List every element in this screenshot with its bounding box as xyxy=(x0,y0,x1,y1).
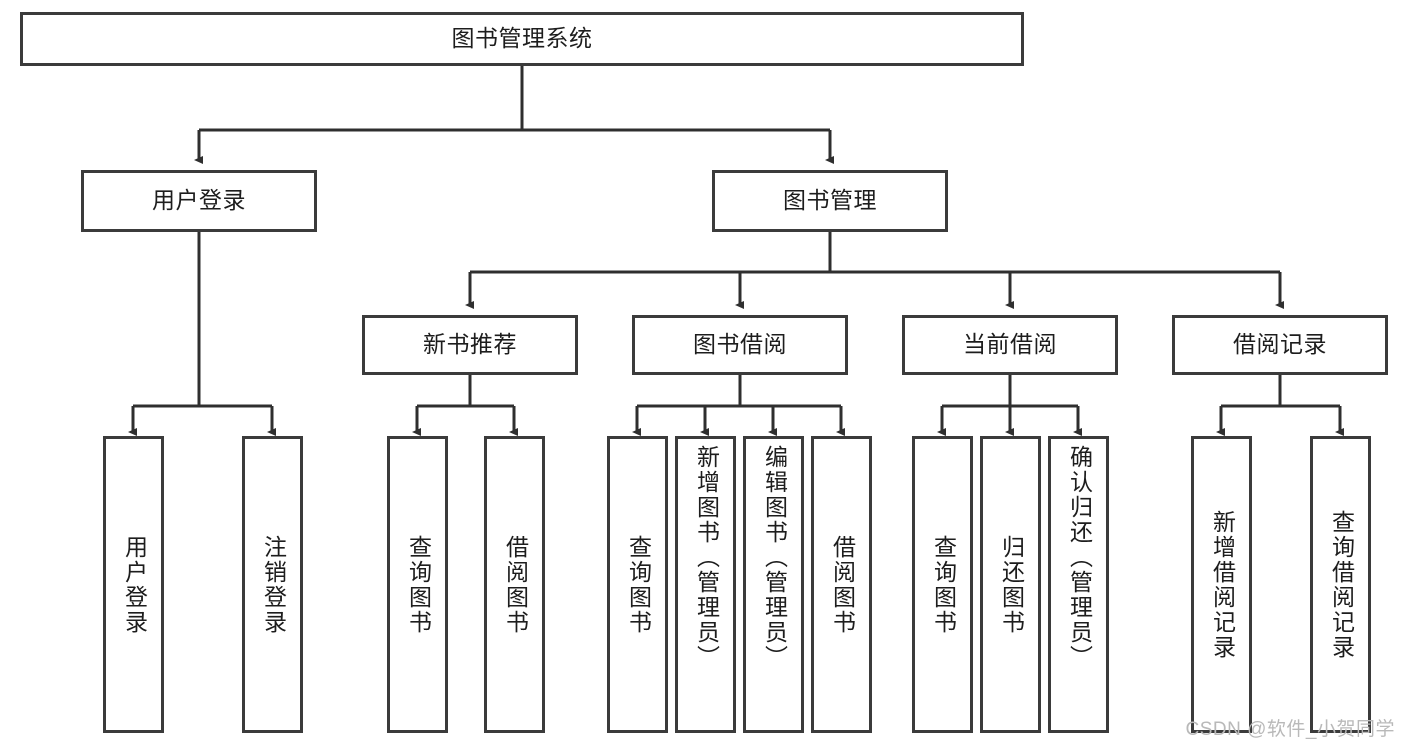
leaf-current-return-book[interactable]: 归还图书 xyxy=(980,436,1041,733)
leaf-current-query-book[interactable]: 查询图书 xyxy=(912,436,973,733)
node-label: 图书借阅 xyxy=(693,331,787,358)
node-label: 查询图书 xyxy=(625,534,652,635)
leaf-record-add-record[interactable]: 新增借阅记录 xyxy=(1191,436,1252,733)
node-label: 新书推荐 xyxy=(423,331,517,358)
node-label: 编辑图书（管理员） xyxy=(761,445,788,670)
node-label: 当前借阅 xyxy=(963,331,1057,358)
leaf-record-query-record[interactable]: 查询借阅记录 xyxy=(1310,436,1371,733)
leaf-user-login-login[interactable]: 用户登录 xyxy=(103,436,164,733)
watermark: CSDN @软件_小贺同学 xyxy=(1185,719,1395,740)
node-label: 确认归还（管理员） xyxy=(1066,445,1093,670)
node-label: 借阅图书 xyxy=(502,534,529,635)
node-label: 查询图书 xyxy=(405,534,432,635)
leaf-borrow-edit-book-admin[interactable]: 编辑图书（管理员） xyxy=(743,436,804,733)
node-label: 新增借阅记录 xyxy=(1209,509,1236,660)
leaf-user-login-logout[interactable]: 注销登录 xyxy=(242,436,303,733)
node-new-book-recommend[interactable]: 新书推荐 xyxy=(362,315,578,375)
node-label: 借阅图书 xyxy=(829,534,856,635)
node-root-system[interactable]: 图书管理系统 xyxy=(20,12,1024,66)
leaf-borrow-borrow-book[interactable]: 借阅图书 xyxy=(811,436,872,733)
node-label: 查询图书 xyxy=(930,534,957,635)
node-label: 借阅记录 xyxy=(1233,331,1327,358)
node-user-login[interactable]: 用户登录 xyxy=(81,170,317,232)
node-book-borrow[interactable]: 图书借阅 xyxy=(632,315,848,375)
node-borrow-record[interactable]: 借阅记录 xyxy=(1172,315,1388,375)
leaf-recommend-borrow-book[interactable]: 借阅图书 xyxy=(484,436,545,733)
leaf-current-confirm-return-admin[interactable]: 确认归还（管理员） xyxy=(1048,436,1109,733)
node-label: 用户登录 xyxy=(152,187,246,214)
node-label: 图书管理 xyxy=(783,187,877,214)
node-label: 归还图书 xyxy=(998,534,1025,635)
node-label: 图书管理系统 xyxy=(451,25,593,52)
leaf-borrow-query-book[interactable]: 查询图书 xyxy=(607,436,668,733)
node-label: 新增图书（管理员） xyxy=(693,445,720,670)
leaf-borrow-add-book-admin[interactable]: 新增图书（管理员） xyxy=(675,436,736,733)
node-label: 查询借阅记录 xyxy=(1328,509,1355,660)
leaf-recommend-query-book[interactable]: 查询图书 xyxy=(387,436,448,733)
node-label: 用户登录 xyxy=(121,534,148,635)
node-current-borrow[interactable]: 当前借阅 xyxy=(902,315,1118,375)
node-label: 注销登录 xyxy=(260,534,287,635)
node-book-management[interactable]: 图书管理 xyxy=(712,170,948,232)
